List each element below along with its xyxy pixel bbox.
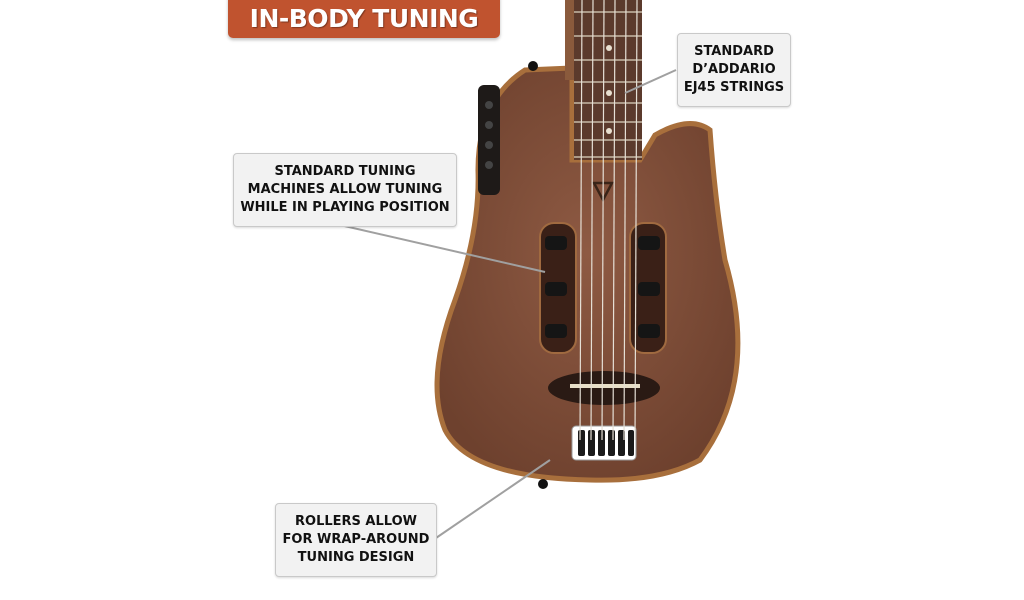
callout-line: STANDARD TUNING [274, 164, 416, 179]
callout-line: EJ45 STRINGS [683, 80, 785, 95]
callout-rollers: ROLLERS ALLOW FOR WRAP-AROUND TUNING DES… [275, 503, 437, 577]
callout-line: TUNING DESIGN [297, 550, 415, 565]
strap-button [538, 479, 548, 489]
saddle [570, 384, 640, 388]
callout-line: MACHINES ALLOW TUNING [247, 182, 443, 197]
callout-line: ROLLERS ALLOW [295, 514, 417, 529]
fretboard [574, 0, 642, 160]
leader-line [339, 224, 546, 273]
section-banner: IN-BODY TUNING [228, 0, 500, 38]
callout-strings: STANDARD D’ADDARIO EJ45 STRINGS [677, 33, 791, 107]
callout-line: D’ADDARIO [692, 62, 776, 77]
callout-tuning-machines: STANDARD TUNING MACHINES ALLOW TUNING WH… [233, 153, 457, 227]
leader-line [624, 69, 677, 94]
callout-line: FOR WRAP-AROUND [282, 532, 430, 547]
preamp-panel [478, 85, 500, 195]
callout-line: WHILE IN PLAYING POSITION [240, 200, 450, 215]
callout-line: STANDARD [694, 44, 774, 59]
strap-button [528, 61, 538, 71]
leader-line [435, 459, 551, 539]
guitar-body [434, 65, 741, 483]
